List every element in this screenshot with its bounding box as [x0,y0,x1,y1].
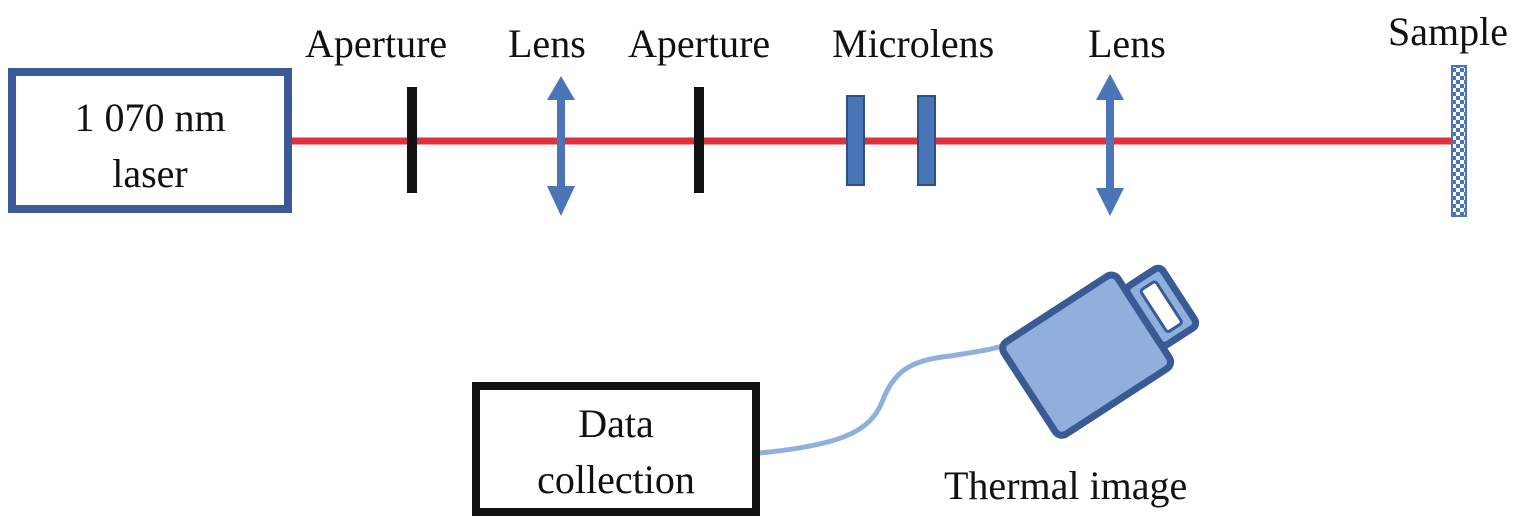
laser-source-box: 1 070 nm laser [8,68,292,213]
laser-label-line1: 1 070 nm [74,95,226,140]
data-collection-box: Data collection [472,382,760,516]
lens-1 [547,76,575,216]
data-label-line1: Data [578,401,654,446]
microlens-1 [846,95,865,186]
label-microlens: Microlens [832,21,995,66]
lens-2 [1096,74,1124,216]
sample-plate [1451,65,1467,217]
label-lens-1: Lens [508,21,586,66]
label-lens-2: Lens [1088,21,1166,66]
camera-cable [759,343,1003,456]
aperture-1 [407,87,417,193]
label-sample: Sample [1388,9,1508,54]
data-label-line2: collection [537,457,695,502]
label-thermal-image: Thermal image [944,463,1188,508]
thermal-camera-icon [999,264,1200,439]
label-aperture-1: Aperture [305,21,448,66]
aperture-2 [694,87,704,193]
label-aperture-2: Aperture [628,21,771,66]
microlens-2 [917,95,936,186]
laser-label-line2: laser [112,151,188,196]
